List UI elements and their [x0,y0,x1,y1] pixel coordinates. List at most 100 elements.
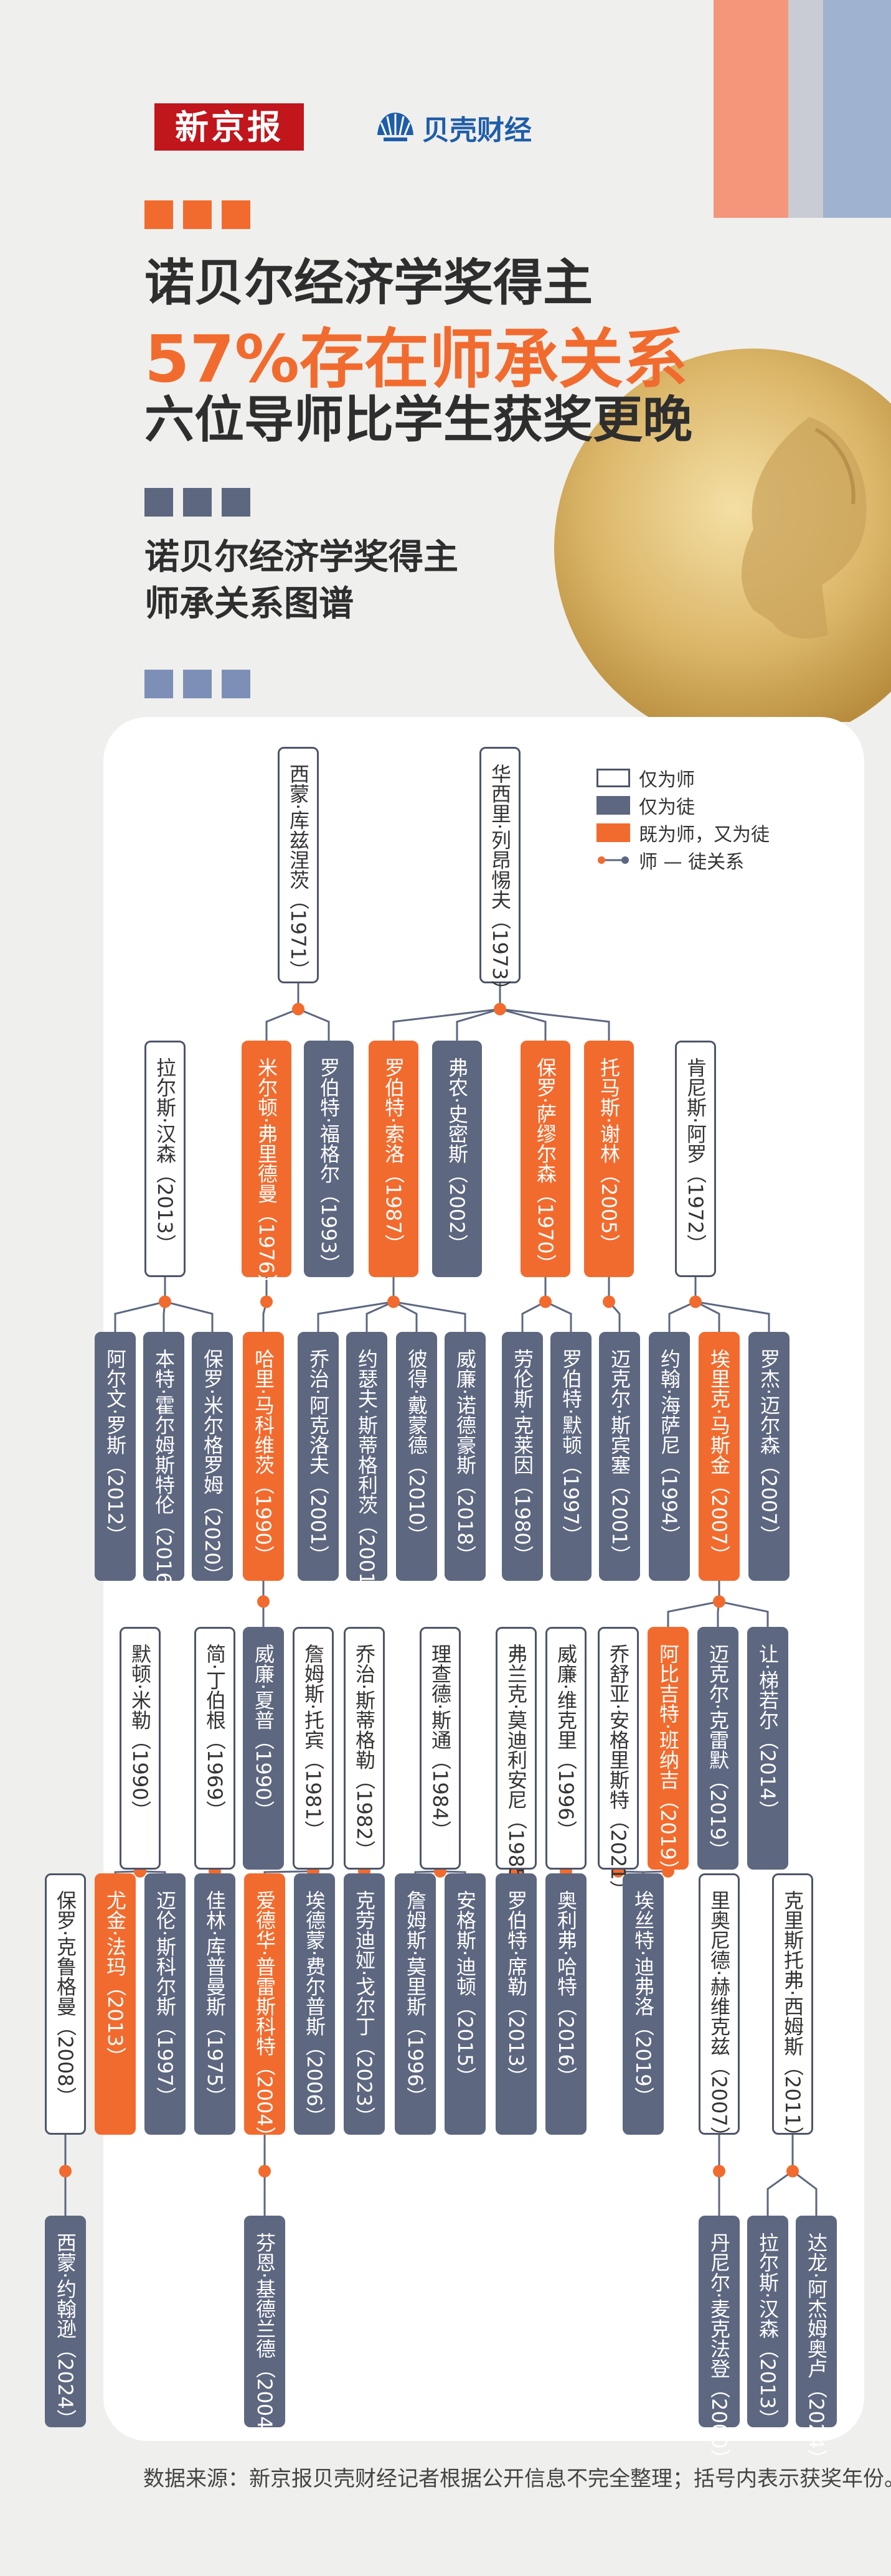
node-mcfadden: 丹尼尔·麦克法登（2000） [699,2216,740,2469]
node-label: 约瑟夫·斯蒂格利茨（2001） [355,1349,379,1605]
node-arrow: 肯尼斯·阿罗（1972） [675,1041,716,1277]
node-label: 迈克尔·克雷默（2019） [706,1644,730,1860]
node-label: 克里斯托弗·西姆斯（2011） [781,1890,804,2147]
node-label: 阿尔文·罗斯（2012） [103,1349,127,1545]
relation-line [164,1277,214,1332]
legend-relation-label: 师 — 徒关系 [639,851,745,873]
mentor-dot [713,2165,725,2178]
node-simon: 西蒙·库兹涅茨（1971） [278,747,319,983]
subtitle-line-2: 师承关系图谱 [144,584,354,624]
node-myerson: 罗杰·迈尔森（2007） [748,1332,790,1581]
node-mirrlees: 詹姆斯·莫里斯（1996） [395,1873,436,2135]
node-nordhaus: 威廉·诺德豪斯（2018） [445,1332,486,1581]
node-hansen-top: 拉尔斯·汉森（2013） [144,1041,186,1277]
node-hansen: 拉尔斯·汉森（2013） [747,2216,788,2429]
legend-both-swatch [596,823,630,842]
node-label: 乔治·斯蒂格勒（1982） [352,1644,376,1860]
node-prescott: 爱德华·普雷斯科特（2004） [244,1873,285,2147]
legend-student: 仅为徒 [596,792,770,819]
node-label: 约翰·海萨尼（1994） [658,1349,681,1545]
deco-square [183,200,212,229]
deco-square [144,200,173,229]
node-scholes: 迈伦·斯科尔斯（1997） [144,1873,186,2135]
node-duflo: 埃丝特·迪弗洛（2019） [623,1873,664,2135]
node-label: 佳林·库普曼斯（1975） [203,1890,227,2107]
node-label: 威廉·诺德豪斯（2018） [453,1349,477,1565]
node-label: 保罗·米尔格罗姆（2020） [200,1349,224,1585]
node-label: 罗伯特·福格尔（1993） [317,1057,341,1274]
node-label: 乔治·阿克洛夫（2001） [306,1349,330,1565]
node-label: 华西里·列昂惕夫（1973） [488,764,512,1000]
node-label: 托马斯·谢林（2005） [597,1057,621,1254]
node-label: 保罗·克鲁格曼（2008） [54,1890,77,2107]
node-johnson: 西蒙·约翰逊（2024） [45,2216,86,2429]
node-label: 理查德·斯通（1984） [428,1644,452,1840]
node-label: 詹姆斯·莫里斯（1996） [403,1890,427,2107]
node-klein: 劳伦斯·克莱因（1980） [502,1332,543,1581]
node-label: 埃德蒙·费尔普斯（2006） [303,1890,326,2127]
title-line-2: 57%存在师承关系 [144,321,688,397]
beike-logo-text: 贝壳财经 [422,115,532,146]
node-stiglitz: 约瑟夫·斯蒂格利茨（2001） [346,1332,387,1605]
node-tirole: 让·梯若尔（2014） [747,1627,788,1870]
node-label: 丹尼尔·麦克法登（2000） [707,2232,731,2469]
legend-mentor-swatch [596,769,630,787]
node-schelling: 托马斯·谢林（2005） [584,1041,634,1277]
mentor-dot [159,1295,171,1308]
node-label: 乔舒亚·安格里斯特（2021） [606,1644,630,1900]
node-markowitz: 哈里·马科维茨（1990） [243,1332,284,1581]
mentor-dot [689,1295,702,1308]
legend-relation: 师 — 徒关系 [596,846,770,874]
node-label: 本特·霍尔姆斯特伦（2016） [152,1349,176,1605]
relation-line [114,1277,166,1332]
node-label: 克劳迪娅·戈尔丁（2023） [352,1890,376,2127]
node-label: 芬恩·基德兰德（2004） [253,2232,276,2449]
relation-line [392,1277,466,1332]
node-diamond: 彼得·戴蒙德（2010） [396,1332,437,1581]
legend-mentor: 仅为师 [596,764,770,792]
relation-line [499,983,610,1041]
relation-line [694,1277,770,1332]
relation-line [718,1581,769,1627]
node-label: 米尔顿·弗里德曼（1976） [255,1057,278,1294]
node-fama: 尤金·法玛（2013） [95,1873,136,2135]
node-samuelson: 保罗·萨缪尔森（1970） [521,1041,570,1277]
deco-square [222,488,250,517]
node-label: 默顿·米勒（1990） [128,1644,152,1820]
node-maskin: 埃里克·马斯金（2007） [699,1332,740,1581]
medal-image [554,349,891,722]
node-label: 里奥尼德·赫维克兹（2007） [707,1890,731,2147]
node-modigliani: 弗兰克·莫迪利安尼（1985） [496,1627,537,1900]
node-fogel: 罗伯特·福格尔（1993） [304,1041,354,1277]
node-kremer: 迈克尔·克雷默（2019） [697,1627,738,1870]
legend-both-label: 既为师，又为徒 [639,824,770,846]
node-acemoglu: 达龙·阿杰姆奥卢（2024） [796,2216,837,2469]
node-shiller: 罗伯特·席勒（2013） [496,1873,537,2135]
relation-line [791,2135,818,2216]
mentor-dot [713,1595,725,1608]
mentor-dot [260,1295,273,1308]
node-miller: 默顿·米勒（1990） [120,1627,161,1870]
node-deaton: 安格斯·迪顿（2015） [445,1873,486,2135]
node-spence: 迈克尔·斯宾塞（2001） [599,1332,640,1581]
title-line-1: 诺贝尔经济学奖得主 [144,254,593,312]
relation-line [392,983,501,1041]
beike-logo: 贝壳财经 [375,107,532,148]
mentor-dot [258,2165,271,2178]
node-phelps: 埃德蒙·费尔普斯（2006） [294,1873,335,2135]
title-line-3: 六位导师比学生获奖更晚 [144,391,692,449]
mentor-dot [603,1295,615,1308]
shell-icon [377,113,413,141]
mentor-dot [292,1003,304,1016]
node-label: 威廉·夏普（1990） [252,1644,275,1820]
node-smith: 弗农·史密斯（2002） [432,1041,482,1277]
node-label: 迈伦·斯科尔斯（1997） [153,1890,177,2107]
node-sims: 克里斯托弗·西姆斯（2011） [772,1873,813,2147]
relation-line [317,1277,395,1332]
node-banerjee: 阿比吉特·班纳吉（2019） [648,1627,689,1880]
relation-line [544,1277,572,1332]
node-label: 弗农·史密斯（2002） [445,1057,469,1254]
node-label: 西蒙·约翰逊（2024） [54,2232,77,2429]
legend-mentor-label: 仅为师 [639,769,695,791]
node-label: 劳伦斯·克莱因（1980） [511,1349,534,1565]
